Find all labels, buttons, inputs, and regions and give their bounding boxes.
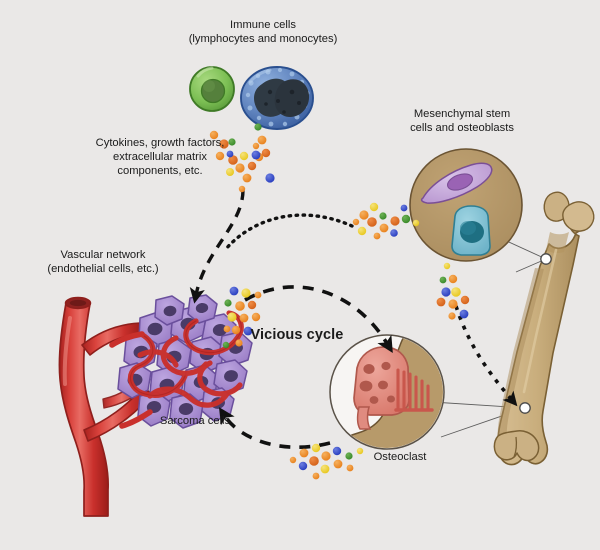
monocyte-cell [240, 66, 314, 130]
arrow-cycle-osteoclast-to-sarcoma [218, 407, 331, 450]
molecule-cluster-mesenchymal-below [436, 262, 470, 320]
molecule-cluster-immune [209, 123, 275, 193]
mesenchymal-inset [409, 148, 523, 262]
arrow-mesenchymal-to-bone [454, 305, 518, 407]
label-vicious-cycle: Vicious cycle [250, 327, 344, 343]
label-osteoclast: Osteoclast [373, 451, 427, 463]
immune-cells [189, 66, 314, 130]
lymphocyte-cell [189, 66, 235, 112]
osteoclast-inset [329, 334, 445, 450]
arrow-mesenchymal-to-sarcoma [223, 213, 354, 252]
callout-point-lower [519, 402, 531, 414]
arrow-cycle-sarcoma-to-osteoclast [244, 285, 393, 354]
label-immune-cells: Immune cells (lymphocytes and monocytes) [188, 19, 338, 45]
callout-point-upper [540, 253, 552, 265]
label-mesenchymal-stem-cells: Mesenchymal stem cells and osteoblasts [410, 108, 514, 134]
label-vascular-network: Vascular network (endothelial cells, etc… [47, 249, 159, 275]
molecule-cluster-osteoclast [289, 443, 364, 480]
molecule-cluster-mesenchymal-left [352, 202, 420, 240]
sarcoma-cell-cluster [109, 294, 253, 429]
label-sarcoma-cells: Sarcoma cells [159, 415, 231, 427]
molecule-cluster-sarcoma [222, 286, 262, 349]
label-cytokines: Cytokines, growth factors, extracellular… [95, 137, 225, 177]
